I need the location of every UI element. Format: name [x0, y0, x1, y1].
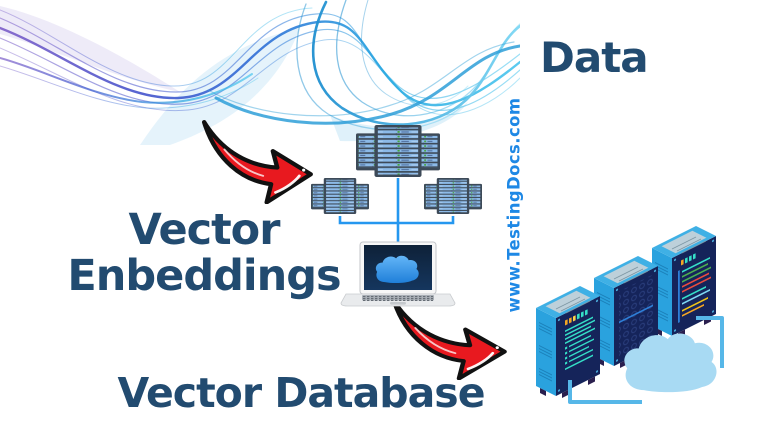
network-connector-lines: [338, 178, 455, 247]
watermark-url: www.TestingDocs.com: [504, 97, 524, 313]
tower-cloud-connector-right: [696, 316, 724, 368]
server-rack-right-icon: [424, 178, 482, 214]
database-tower-right-icon: [652, 226, 716, 339]
database-tower-left-icon: [536, 286, 600, 399]
database-towers-graphic: [536, 226, 724, 404]
server-cluster-graphic: [311, 124, 482, 307]
vector-database-label: Vector Database: [117, 369, 485, 417]
server-rack-top-icon: [356, 124, 440, 178]
data-label: Data: [540, 33, 649, 82]
data-waves-graphic: [0, 0, 520, 145]
tower-cloud-connector-left: [568, 380, 642, 404]
laptop-icon: [340, 241, 456, 307]
vector-embeddings-line2: Enbeddings: [67, 250, 341, 301]
vector-embeddings-line1: Vector: [128, 205, 281, 255]
vector-embeddings-label: Vector Enbeddings: [36, 205, 372, 301]
